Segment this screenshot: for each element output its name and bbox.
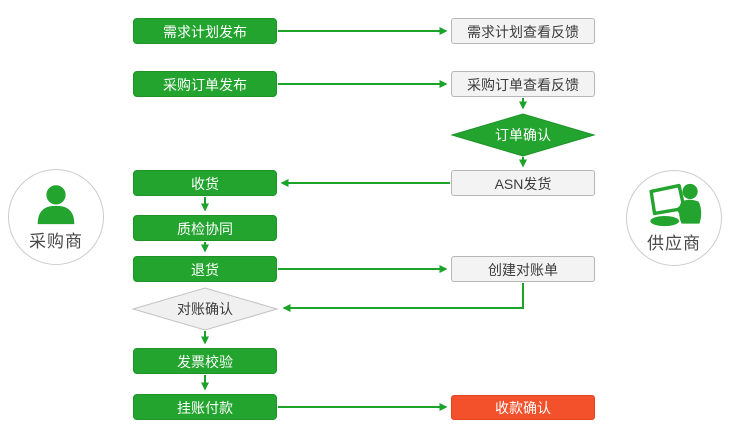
node-asn-ship: ASN发货 — [451, 170, 595, 196]
supplier-label: 供应商 — [647, 233, 701, 253]
node-return-goods: 退货 — [133, 256, 277, 282]
node-invoice-verify: 发票校验 — [133, 348, 277, 374]
buyer-actor: 采购商 — [8, 169, 104, 265]
node-po-publish: 采购订单发布 — [133, 71, 277, 97]
node-quality-check: 质检协同 — [133, 215, 277, 241]
node-po-feedback: 采购订单查看反馈 — [451, 71, 595, 97]
node-demand-plan-publish: 需求计划发布 — [133, 18, 277, 44]
node-pending-payment: 挂账付款 — [133, 394, 277, 420]
supplier-actor: 供应商 — [626, 170, 722, 266]
node-create-statement: 创建对账单 — [451, 256, 595, 282]
node-receive: 收货 — [133, 170, 277, 196]
node-demand-plan-feedback: 需求计划查看反馈 — [451, 18, 595, 44]
order-confirm-diamond — [450, 113, 596, 157]
statement-confirm-diamond — [131, 287, 279, 331]
edge-create-statement-confirm — [282, 283, 524, 312]
supplier-computer-icon — [649, 183, 702, 226]
buyer-label: 采购商 — [29, 231, 83, 251]
node-payment-confirm: 收款确认 — [451, 395, 595, 420]
buyer-person-icon — [37, 184, 75, 224]
